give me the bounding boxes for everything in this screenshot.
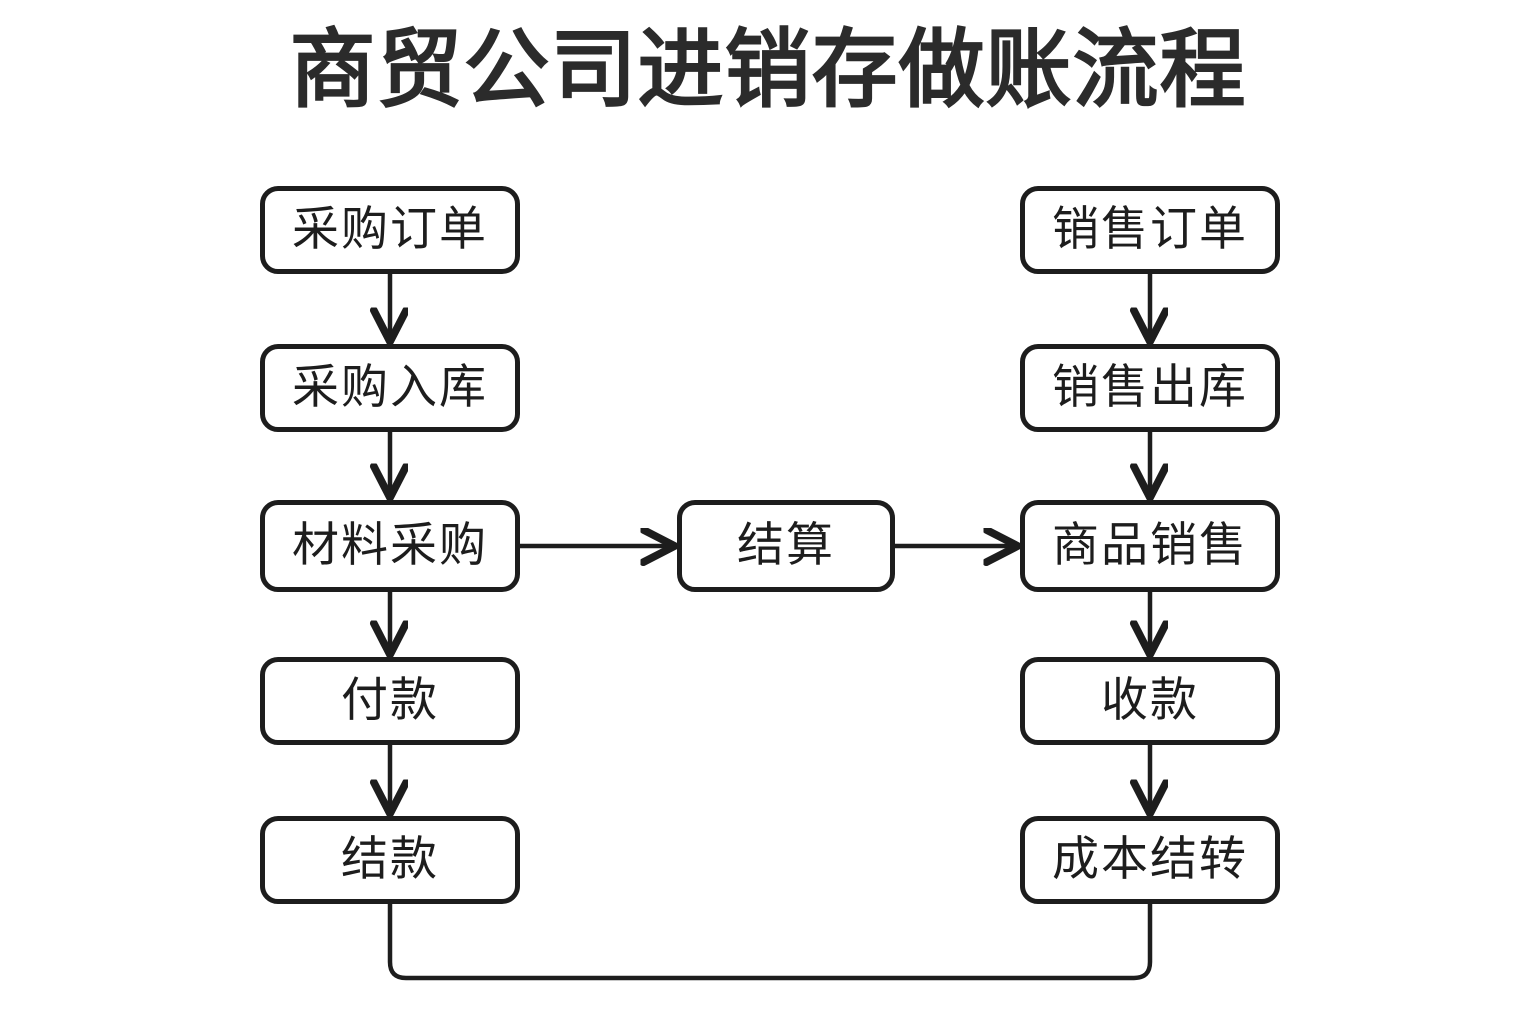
node-material-purchase[interactable]: 材料采购 <box>260 500 520 592</box>
node-label: 销售订单 <box>1052 202 1248 257</box>
edge-bottom-loop <box>387 904 1153 981</box>
node-label: 商品销售 <box>1052 518 1248 573</box>
node-label: 材料采购 <box>292 518 488 573</box>
node-sales-order[interactable]: 销售订单 <box>1020 186 1280 274</box>
node-purchase-order[interactable]: 采购订单 <box>260 186 520 274</box>
node-sales-outbound[interactable]: 销售出库 <box>1020 344 1280 432</box>
node-label: 成本结转 <box>1052 832 1248 887</box>
node-payment[interactable]: 付款 <box>260 657 520 745</box>
node-label: 结算 <box>737 518 835 573</box>
node-label: 销售出库 <box>1052 360 1248 415</box>
node-receipt[interactable]: 收款 <box>1020 657 1280 745</box>
node-settle-payment[interactable]: 结款 <box>260 816 520 904</box>
node-cost-carryover[interactable]: 成本结转 <box>1020 816 1280 904</box>
node-label: 采购入库 <box>292 360 488 415</box>
page-title: 商贸公司进销存做账流程 <box>289 20 1247 120</box>
node-purchase-inbound[interactable]: 采购入库 <box>260 344 520 432</box>
node-goods-sales[interactable]: 商品销售 <box>1020 500 1280 592</box>
node-label: 结款 <box>341 832 439 887</box>
node-label: 采购订单 <box>292 202 488 257</box>
node-label: 付款 <box>341 673 439 728</box>
node-label: 收款 <box>1101 673 1199 728</box>
node-settlement[interactable]: 结算 <box>677 500 895 592</box>
